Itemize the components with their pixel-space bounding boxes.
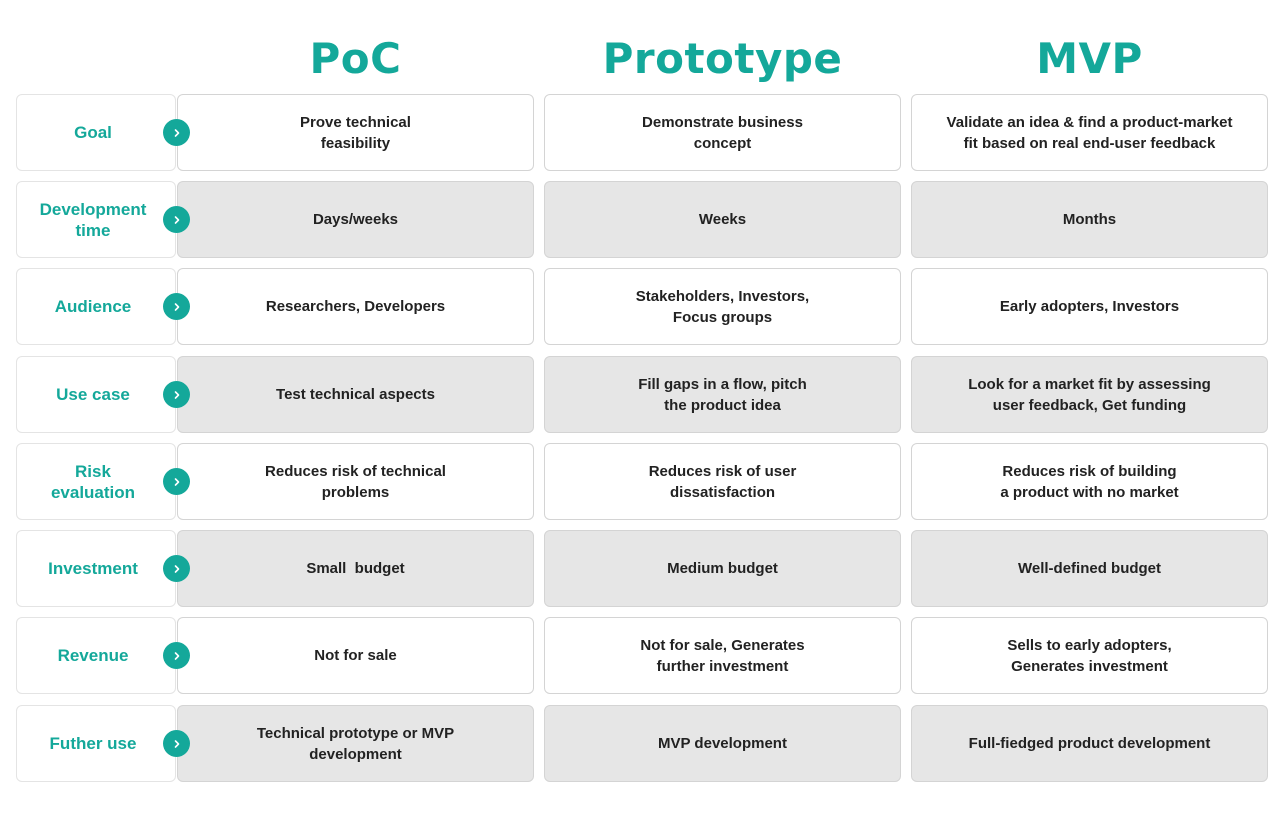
column-header-poc: PoC — [309, 33, 402, 83]
cell-text: Small budget — [306, 560, 405, 577]
cell-text: Reduces risk of building a product with … — [1000, 462, 1179, 501]
cell-mvp: Validate an idea & find a product-market… — [911, 94, 1268, 171]
cell-mvp: Look for a market fit by assessing user … — [911, 356, 1268, 433]
row-label-card: Investment — [16, 530, 176, 607]
cell-prototype: Fill gaps in a flow, pitch the product i… — [544, 356, 901, 433]
chevron-right-icon — [163, 381, 190, 408]
chevron-right-icon — [163, 468, 190, 495]
cell-text: Stakeholders, Investors, Focus groups — [635, 287, 810, 326]
cell-text: Researchers, Developers — [265, 298, 446, 315]
cell-text: Not for sale — [314, 647, 397, 664]
cell-text: Reduces risk of user dissatisfaction — [648, 462, 797, 501]
cell-text: Demonstrate business concept — [642, 113, 803, 152]
row-label: Goal — [74, 123, 112, 142]
chevron-right-icon — [163, 206, 190, 233]
cell-prototype: Stakeholders, Investors, Focus groups — [544, 268, 901, 345]
cell-mvp: Well-defined budget — [911, 530, 1268, 607]
cell-text: Validate an idea & find a product-market… — [946, 113, 1233, 152]
row-label: Revenue — [57, 646, 129, 665]
row-label-card: Audience — [16, 268, 176, 345]
row-label: Development time — [39, 199, 147, 240]
comparison-row-audience: Audience Researchers, Developers Stakeho… — [0, 268, 1277, 347]
cell-text: Medium budget — [667, 560, 778, 577]
comparison-row-investment: Investment Small budget Medium budget We… — [0, 530, 1277, 609]
cell-poc: Technical prototype or MVP development — [177, 705, 534, 782]
row-label-card: Futher use — [16, 705, 176, 782]
chevron-right-icon — [163, 293, 190, 320]
cell-text: Full-fiedged product development — [968, 735, 1211, 752]
chevron-right-icon — [163, 119, 190, 146]
cell-prototype: Demonstrate business concept — [544, 94, 901, 171]
comparison-row-use-case: Use case Test technical aspects Fill gap… — [0, 356, 1277, 435]
cell-text: Weeks — [698, 211, 747, 228]
row-label: Risk evaluation — [50, 461, 136, 502]
cell-poc: Small budget — [177, 530, 534, 607]
cell-mvp: Early adopters, Investors — [911, 268, 1268, 345]
row-label: Audience — [54, 297, 132, 316]
cell-poc: Researchers, Developers — [177, 268, 534, 345]
cell-text: Look for a market fit by assessing user … — [968, 375, 1211, 414]
row-label-card: Revenue — [16, 617, 176, 694]
comparison-row-revenue: Revenue Not for sale Not for sale, Gener… — [0, 617, 1277, 696]
chevron-right-icon — [163, 730, 190, 757]
cell-text: Reduces risk of technical problems — [265, 462, 446, 501]
comparison-row-development-time: Development time Days/weeks Weeks Months — [0, 181, 1277, 260]
cell-text: Early adopters, Investors — [999, 298, 1180, 315]
cell-text: Well-defined budget — [1017, 560, 1162, 577]
column-header-prototype: Prototype — [602, 33, 843, 83]
cell-poc: Not for sale — [177, 617, 534, 694]
cell-mvp: Full-fiedged product development — [911, 705, 1268, 782]
cell-prototype: Medium budget — [544, 530, 901, 607]
cell-mvp: Months — [911, 181, 1268, 258]
row-label-card: Use case — [16, 356, 176, 433]
cell-text: Months — [1062, 211, 1117, 228]
row-label: Investment — [48, 559, 138, 578]
chevron-right-icon — [163, 642, 190, 669]
cell-text: Not for sale, Generates further investme… — [640, 636, 805, 675]
cell-text: Technical prototype or MVP development — [256, 724, 455, 763]
cell-mvp: Reduces risk of building a product with … — [911, 443, 1268, 520]
cell-poc: Prove technical feasibility — [177, 94, 534, 171]
cell-poc: Days/weeks — [177, 181, 534, 258]
cell-poc: Reduces risk of technical problems — [177, 443, 534, 520]
cell-text: Sells to early adopters, Generates inves… — [1007, 636, 1172, 675]
cell-text: Fill gaps in a flow, pitch the product i… — [638, 375, 807, 414]
cell-prototype: Not for sale, Generates further investme… — [544, 617, 901, 694]
comparison-row-further-use: Futher use Technical prototype or MVP de… — [0, 705, 1277, 784]
chevron-right-icon — [163, 555, 190, 582]
cell-poc: Test technical aspects — [177, 356, 534, 433]
cell-mvp: Sells to early adopters, Generates inves… — [911, 617, 1268, 694]
row-label-card: Risk evaluation — [16, 443, 176, 520]
row-label: Futher use — [49, 734, 137, 753]
cell-prototype: Weeks — [544, 181, 901, 258]
comparison-row-risk-evaluation: Risk evaluation Reduces risk of technica… — [0, 443, 1277, 522]
cell-text: MVP development — [658, 735, 787, 752]
cell-prototype: Reduces risk of user dissatisfaction — [544, 443, 901, 520]
cell-text: Days/weeks — [312, 211, 399, 228]
row-label-card: Goal — [16, 94, 176, 171]
cell-prototype: MVP development — [544, 705, 901, 782]
cell-text: Prove technical feasibility — [300, 113, 411, 152]
row-label-card: Development time — [16, 181, 176, 258]
cell-text: Test technical aspects — [276, 386, 435, 403]
column-header-mvp: MVP — [1036, 33, 1143, 83]
row-label: Use case — [56, 385, 130, 404]
comparison-row-goal: Goal Prove technical feasibility Demonst… — [0, 94, 1277, 173]
